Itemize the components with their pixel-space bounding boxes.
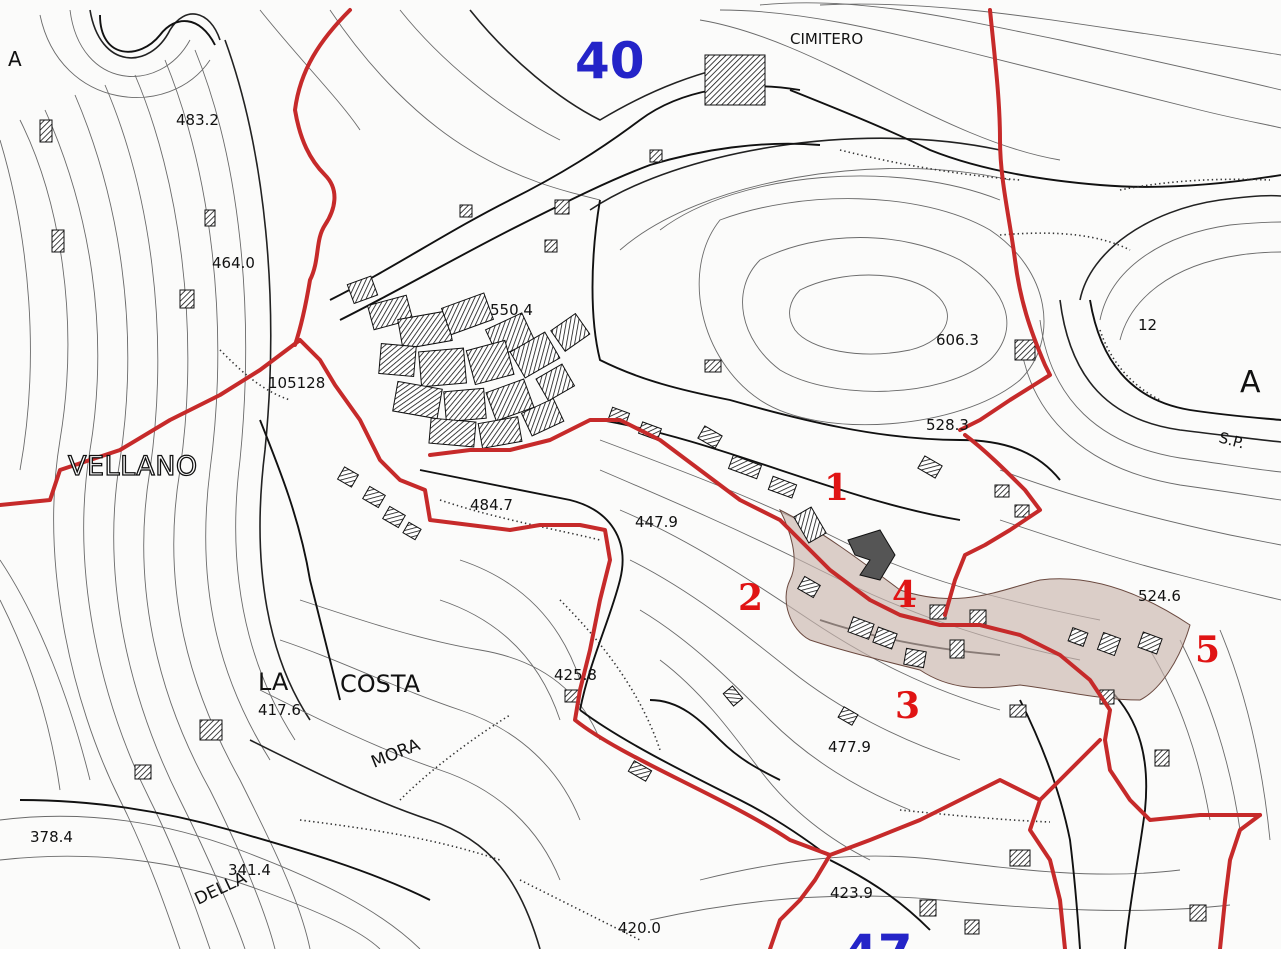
place-label-a-left: A bbox=[8, 47, 22, 71]
place-label-mora: MORA bbox=[368, 735, 423, 773]
zone-number-2[interactable]: 2 bbox=[738, 577, 763, 619]
road-label-number: 12 bbox=[1138, 316, 1157, 334]
elevation-label: 483.2 bbox=[176, 111, 219, 129]
zone-number-5[interactable]: 5 bbox=[1195, 629, 1220, 671]
elevation-label: 464.0 bbox=[212, 254, 255, 272]
zone-number-4[interactable]: 4 bbox=[892, 574, 917, 616]
elevation-label: 528.3 bbox=[926, 416, 969, 434]
project-area bbox=[778, 508, 1191, 701]
elevation-label: 420.0 bbox=[618, 919, 661, 937]
sheet-number-south: 47 bbox=[843, 924, 913, 949]
elevation-label: 524.6 bbox=[1138, 587, 1181, 605]
place-label-cimitero: CIMITERO bbox=[790, 30, 863, 48]
zone-number-3[interactable]: 3 bbox=[895, 685, 920, 727]
elevation-label: 606.3 bbox=[936, 331, 979, 349]
elevation-label: 341.4 bbox=[228, 861, 271, 879]
place-label-vellano: VELLANO bbox=[68, 451, 198, 482]
village-core bbox=[346, 275, 591, 449]
place-label-a-right: A bbox=[1240, 365, 1261, 400]
elevation-label: 417.6 bbox=[258, 701, 301, 719]
road-label-sp: S.P. bbox=[1217, 428, 1247, 452]
elevation-label: 550.4 bbox=[490, 301, 533, 319]
elevation-label: 477.9 bbox=[828, 738, 871, 756]
elevation-label: 484.7 bbox=[470, 496, 513, 514]
buildings bbox=[39, 54, 1207, 935]
slope-hachures bbox=[219, 149, 1271, 941]
elevation-label: 423.9 bbox=[830, 884, 873, 902]
survey-code-label: 105128 bbox=[268, 374, 325, 392]
elevation-label: 378.4 bbox=[30, 828, 73, 846]
elevation-label: 425.8 bbox=[554, 666, 597, 684]
place-label-la: LA bbox=[258, 668, 289, 696]
place-label-costa: COSTA bbox=[340, 670, 421, 698]
map-labels: 40 47 VELLANO LA COSTA CIMITERO MORA DEL… bbox=[8, 30, 1261, 954]
sheet-number-north: 40 bbox=[575, 32, 645, 90]
elevation-label: 447.9 bbox=[635, 513, 678, 531]
zone-number-1[interactable]: 1 bbox=[824, 467, 849, 509]
municipal-boundary bbox=[0, 8, 1262, 951]
